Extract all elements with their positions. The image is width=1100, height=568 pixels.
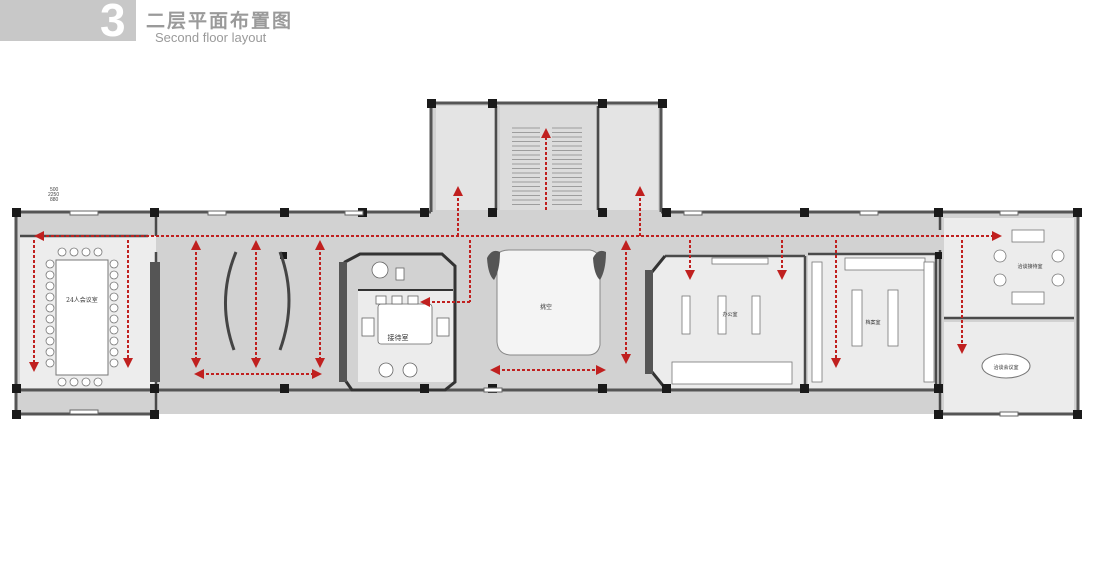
- archive-area: [808, 254, 936, 388]
- chair: [45, 347, 55, 357]
- room-label-negotiation: 洽谈会议室: [993, 364, 1018, 371]
- page-title: 二层平面布置图: [146, 10, 294, 32]
- room-label-tea: 洽谈接待室: [1017, 263, 1042, 270]
- dim-tag-bot: 880: [50, 197, 59, 203]
- negotiation-table: [981, 353, 1031, 379]
- chair: [93, 377, 103, 387]
- chair: [45, 358, 55, 368]
- exhibition-walls: [223, 251, 291, 351]
- circulation-routes: [29, 128, 1002, 379]
- dim-tag-mid: 2250: [48, 192, 59, 198]
- room-label-meeting: 24人会议室: [66, 296, 98, 304]
- chair: [45, 325, 55, 335]
- chair: [45, 336, 55, 346]
- chair: [45, 259, 55, 269]
- section-number: 3: [100, 0, 126, 46]
- chair: [81, 377, 91, 387]
- chair: [109, 259, 119, 269]
- atrium-pillars: [487, 250, 606, 280]
- chair: [81, 247, 91, 257]
- washroom-right: [600, 106, 658, 210]
- chair: [109, 292, 119, 302]
- office-desks: [671, 257, 793, 385]
- conference-table: [45, 247, 119, 387]
- chair: [109, 281, 119, 291]
- chair: [109, 270, 119, 280]
- dim-tag-top: 500: [50, 187, 59, 193]
- chair: [57, 377, 67, 387]
- title-bar: [0, 0, 136, 41]
- washroom-left: [436, 106, 494, 210]
- windows: [69, 210, 1019, 417]
- chair: [57, 247, 67, 257]
- chair: [93, 247, 103, 257]
- chair: [109, 314, 119, 324]
- tea-room-area: [944, 218, 1074, 318]
- stair-treads: [512, 127, 582, 205]
- room-label-reception: 接待室: [388, 333, 409, 342]
- tea-room-furniture: [993, 229, 1065, 305]
- chair: [45, 303, 55, 313]
- chair: [109, 358, 119, 368]
- dimension-tags-top: 500 2250 880: [48, 187, 59, 203]
- structural-columns: [12, 99, 1082, 419]
- room-label-atrium: 挑空: [540, 303, 552, 311]
- chair: [69, 247, 79, 257]
- office-area: [652, 256, 805, 388]
- room-label-archive: 档案室: [865, 319, 880, 326]
- archive-shelves: [811, 257, 935, 383]
- chair: [45, 281, 55, 291]
- chair: [109, 325, 119, 335]
- chair: [109, 336, 119, 346]
- chair: [45, 314, 55, 324]
- page-subtitle: Second floor layout: [155, 30, 267, 45]
- reception-furniture: [361, 261, 450, 378]
- room-label-office: 办公室: [722, 311, 737, 318]
- chair: [109, 303, 119, 313]
- atrium-void: [496, 249, 601, 356]
- chair: [45, 270, 55, 280]
- chair: [69, 377, 79, 387]
- stairwell: [500, 106, 596, 210]
- chair: [45, 292, 55, 302]
- chair: [109, 347, 119, 357]
